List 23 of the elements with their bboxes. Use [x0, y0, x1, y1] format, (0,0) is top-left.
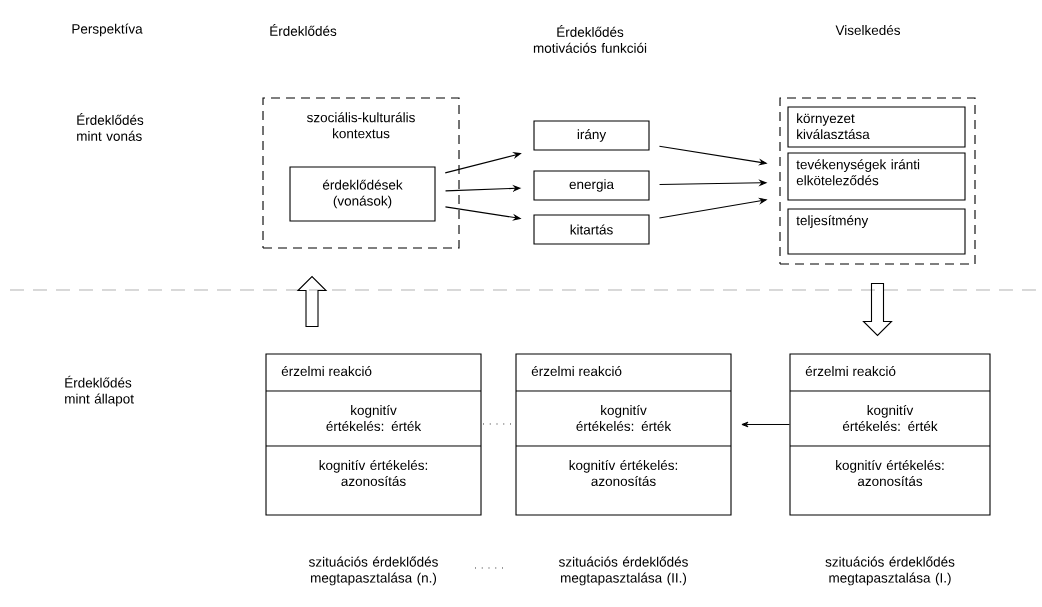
process-box: energia [533, 170, 650, 201]
heading: Viselkedés [835, 24, 900, 36]
block-arrow [296, 275, 328, 327]
node-label: szituációs érdeklődés megtapasztalása (I.) [825, 556, 955, 586]
process-box: irány [533, 120, 650, 151]
process-box: teljesítmény [787, 208, 966, 255]
heading: Érdeklődés [270, 24, 337, 36]
heading: Érdeklődés mint állapot [65, 375, 134, 407]
node-label: szituációs érdeklődés megtapasztalása (n.) [309, 556, 438, 586]
block-arrow [862, 283, 893, 337]
table-box: érzelmi reakció kognitív értékelés: érték kognitív értékelés: azonosítás [515, 353, 732, 516]
node-label: szituációs érdeklődés megtapasztalása (II.) [558, 556, 688, 586]
process-box: tevékenységek iránti elköteleződés [787, 152, 966, 201]
heading: Érdeklődés motivációs funkciói [533, 25, 647, 53]
process-box: kitartás [533, 214, 650, 245]
process-box: környezet kiválasztása [787, 106, 966, 148]
heading: Perspektíva [72, 23, 143, 37]
dashed-group-box [779, 97, 976, 265]
process-box: érdeklődések (vonások) [289, 166, 436, 222]
table-box: érzelmi reakció kognitív értékelés: érték kognitív értékelés: azonosítás [265, 353, 482, 516]
table-box: érzelmi reakció kognitív értékelés: érték kognitív értékelés: azonosítás [789, 353, 991, 516]
heading: Érdeklődés mint vonás [77, 113, 144, 141]
arrow [741, 421, 790, 428]
